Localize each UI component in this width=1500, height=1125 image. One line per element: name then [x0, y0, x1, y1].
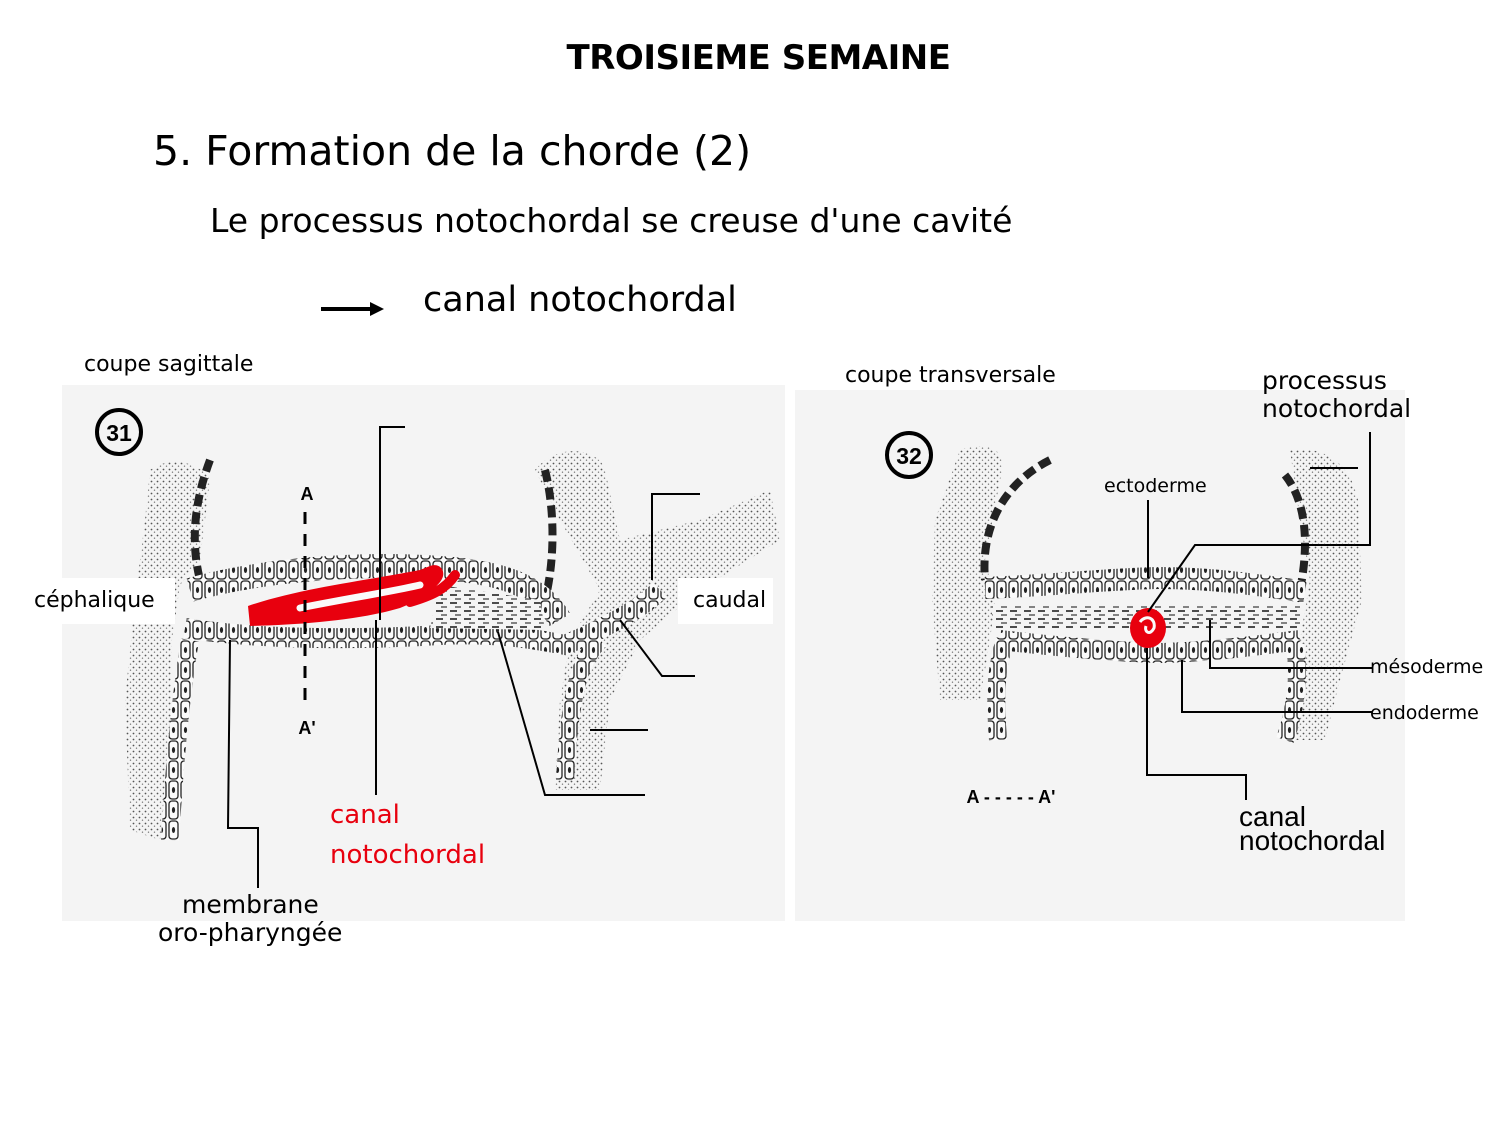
svg-text:32: 32: [896, 443, 922, 469]
notochordal-canal-highlight: [248, 565, 444, 626]
canal-label-line1: canal: [330, 800, 400, 830]
membrane-label-line1: membrane: [182, 890, 319, 919]
mesoderme-label: mésoderme: [1370, 656, 1484, 678]
section-title: 5. Formation de la chorde (2): [153, 127, 752, 175]
cephalic-label: céphalique: [34, 588, 155, 613]
membrane-label-line2: oro-pharyngée: [158, 918, 343, 947]
canal-transverse-label-line2: notochordal: [1239, 825, 1386, 856]
canal-transverse-label-line1: canal: [1239, 801, 1306, 832]
notochordal-canal-highlight-transverse: [1130, 608, 1166, 648]
caudal-label-box: [678, 578, 773, 624]
processus-label-line1: processus: [1262, 366, 1387, 395]
svg-text:A - - - - - A': A - - - - - A': [967, 787, 1056, 807]
svg-text:A: A: [301, 484, 314, 504]
figure-number-text: 31: [106, 420, 132, 446]
result-text: canal notochordal: [423, 280, 737, 320]
cephalic-label-box: [25, 578, 175, 624]
processus-label-line2: notochordal: [1262, 394, 1412, 423]
figure-sagittal-caption: coupe sagittale: [84, 352, 254, 377]
section-subtitle: Le processus notochordal se creuse d'une…: [210, 201, 1013, 240]
caudal-label: caudal: [693, 588, 767, 613]
svg-text:A': A': [298, 718, 315, 738]
page-header-title: TROISIEME SEMAINE: [566, 38, 951, 78]
ectoderme-label: ectoderme: [1104, 475, 1207, 497]
figure-number-badge: [95, 408, 143, 456]
canal-label-line2: notochordal: [330, 840, 486, 870]
figure-transverse-caption: coupe transversale: [845, 363, 1056, 388]
endoderme-label: endoderme: [1370, 702, 1479, 724]
